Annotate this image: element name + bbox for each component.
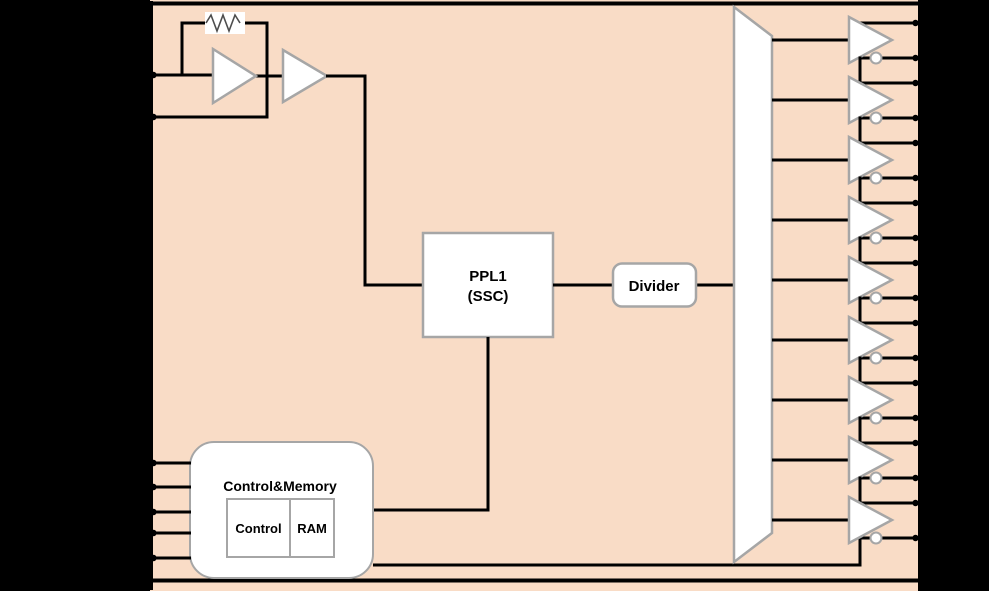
- pin-dot: [912, 414, 919, 422]
- pin-dot: [912, 499, 919, 507]
- pll-block: [421, 231, 555, 339]
- pin-dot: [912, 439, 919, 447]
- buffer-triangle-icon: [847, 314, 895, 366]
- xout-pin-dot: [150, 113, 157, 121]
- pin-dot: [912, 379, 919, 387]
- feedback-resistor-body: [205, 12, 245, 34]
- buffer-triangle-icon: [847, 434, 895, 486]
- output-buffer: [772, 56, 919, 126]
- buffer-triangle-icon: [847, 134, 895, 186]
- buffer-triangle-icon: [847, 494, 895, 546]
- pin-dot: [912, 174, 919, 182]
- divider-block: [611, 262, 698, 308]
- inverter-bubble-icon: [869, 51, 883, 65]
- pin-dot: [912, 234, 919, 242]
- output-buffer: [772, 176, 919, 246]
- inverter-bubble-icon: [869, 531, 883, 545]
- ram-subblock-label: RAM: [297, 521, 327, 536]
- pin-dot: [912, 54, 919, 62]
- inverter-bubble-icon: [869, 231, 883, 245]
- divider-label: Divider: [629, 278, 680, 295]
- pll-label-line1: PPL1: [469, 268, 507, 285]
- pin-dot: [912, 139, 919, 147]
- ram-subblock: [289, 498, 335, 558]
- control-memory-title: Control&Memory: [223, 478, 337, 494]
- xin-pin-dot: [150, 71, 157, 79]
- buffer-triangle-icon: [847, 74, 895, 126]
- pin-dot: [150, 459, 157, 467]
- output-buffer: [772, 416, 919, 486]
- control-subblock-label: Control: [235, 521, 281, 536]
- oscillator-amp1-triangle-icon: [211, 46, 259, 106]
- inverter-bubble-icon: [869, 411, 883, 425]
- control-memory-block: Control&Memory Control RAM: [189, 441, 374, 579]
- pin-dot: [912, 259, 919, 267]
- buffer-triangle-icon: [847, 194, 895, 246]
- output-buffer: [772, 116, 919, 186]
- buffer-triangle-icon: [847, 14, 895, 66]
- pin-dot: [912, 114, 919, 122]
- pin-dot: [912, 199, 919, 207]
- crystal-oscillator: [150, 12, 330, 121]
- pin-dot: [912, 79, 919, 87]
- output-buffer: [772, 14, 919, 66]
- output-buffer: [772, 356, 919, 426]
- inverter-bubble-icon: [869, 111, 883, 125]
- output-buffer: [772, 476, 919, 546]
- clock-fanout-trapezoid: [732, 4, 774, 565]
- control-subblock: [226, 498, 291, 558]
- inverter-bubble-icon: [869, 171, 883, 185]
- oscillator-amp2-triangle-icon: [281, 47, 330, 105]
- pin-dot: [150, 483, 157, 491]
- output-buffer: [772, 296, 919, 366]
- pll-control-wire: [374, 337, 490, 512]
- buffer-triangle-icon: [847, 374, 895, 426]
- pin-dot: [912, 319, 919, 327]
- pin-dot: [912, 354, 919, 362]
- feedback-resistor-icon: [205, 12, 241, 34]
- output-buffer-array: [772, 14, 919, 546]
- inverter-bubble-icon: [869, 471, 883, 485]
- inverter-bubble-icon: [869, 351, 883, 365]
- pin-dot: [912, 534, 919, 542]
- pin-dot: [150, 554, 157, 562]
- pin-dot: [912, 294, 919, 302]
- pin-dot: [150, 508, 157, 516]
- oscillator-to-pll-wire: [326, 74, 424, 287]
- left-control-pins: [150, 459, 191, 562]
- pll-label-line2: (SSC): [468, 288, 509, 305]
- inverter-bubble-icon: [869, 291, 883, 305]
- output-buffer: [772, 236, 919, 306]
- pin-dot: [912, 19, 919, 27]
- buffer-triangle-icon: [847, 254, 895, 306]
- pin-dot: [912, 474, 919, 482]
- pin-dot: [150, 529, 157, 537]
